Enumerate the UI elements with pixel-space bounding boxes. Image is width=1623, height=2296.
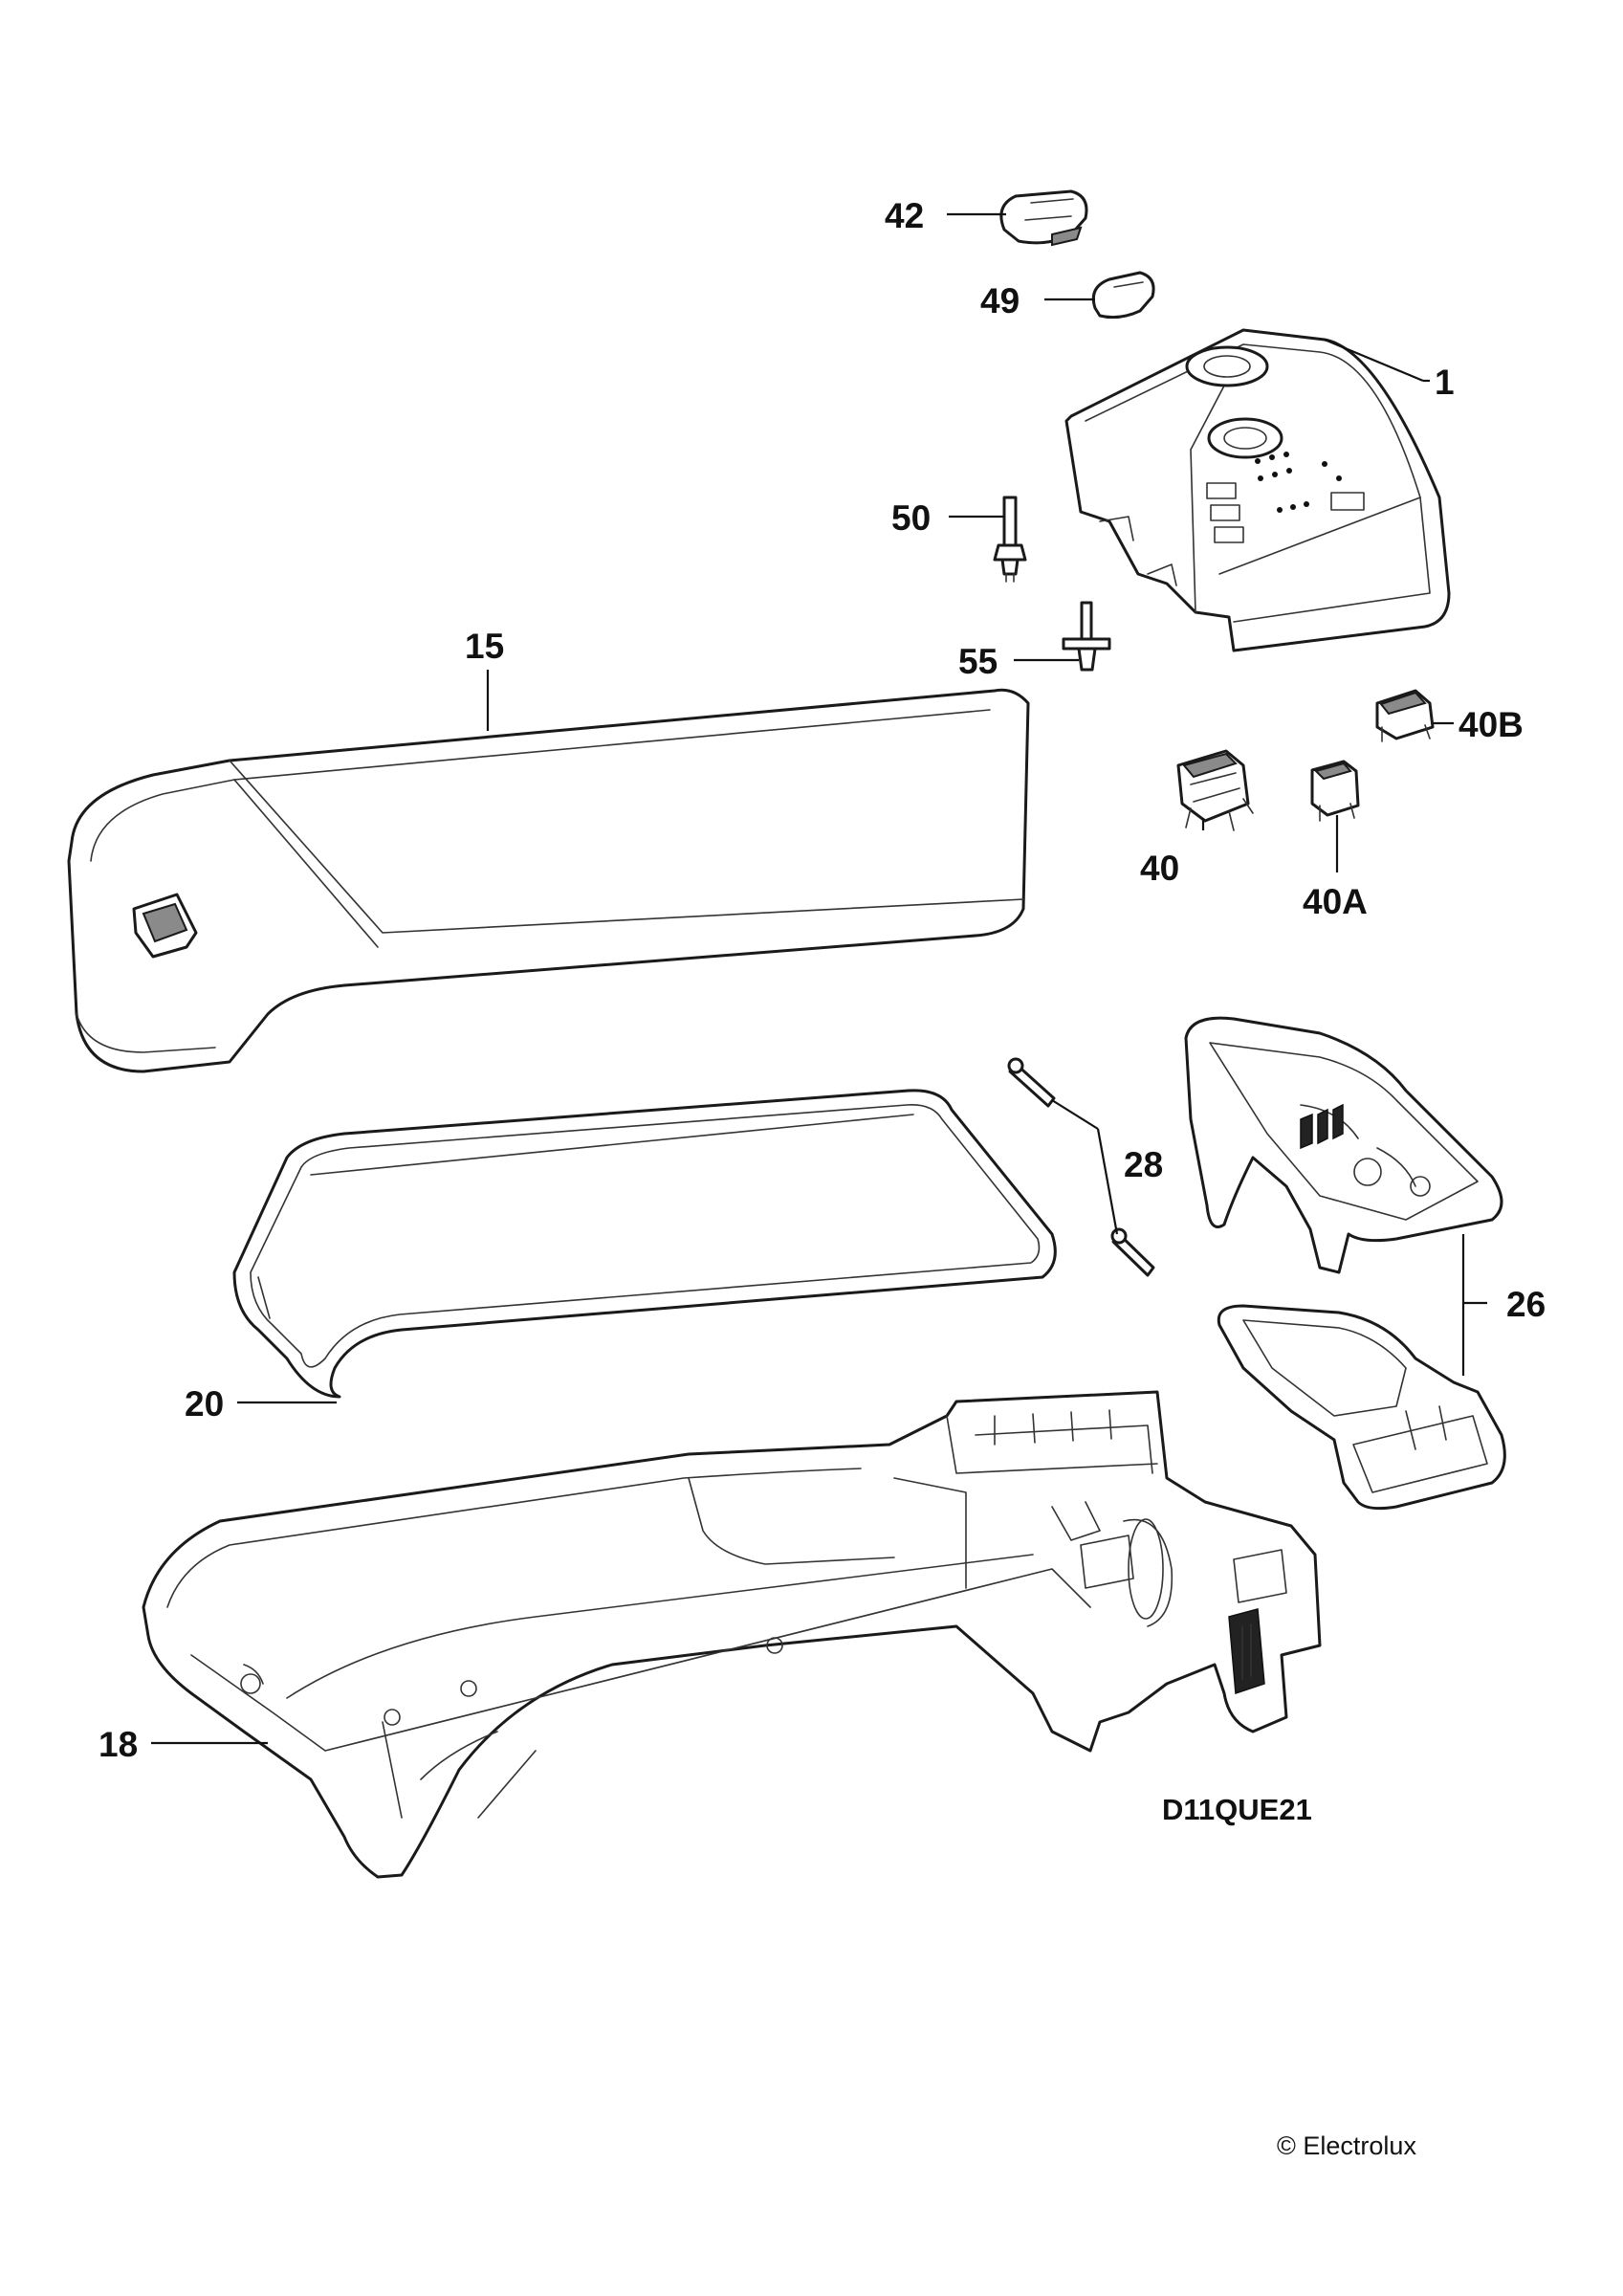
part-28-screws	[1007, 1057, 1155, 1277]
label-1: 1	[1435, 363, 1455, 402]
part-26-dispenser-upper	[1184, 1016, 1503, 1274]
label-40A: 40A	[1303, 882, 1368, 921]
label-55: 55	[958, 642, 998, 681]
label-28: 28	[1124, 1145, 1163, 1184]
label-42: 42	[885, 196, 924, 235]
label-40: 40	[1140, 849, 1179, 888]
drawing-code: D11QUE21	[1162, 1793, 1312, 1826]
label-40B: 40B	[1459, 705, 1524, 744]
label-26: 26	[1506, 1285, 1546, 1324]
part-40B-button	[1375, 689, 1435, 742]
part-1-control-panel	[1064, 328, 1451, 652]
part-42-knob	[999, 189, 1088, 247]
label-18: 18	[99, 1725, 138, 1764]
part-18-base	[142, 1390, 1322, 1879]
part-40-button	[1176, 749, 1254, 831]
leader-lines	[151, 212, 1487, 1745]
part-26-dispenser-lower	[1217, 1304, 1506, 1511]
part-50-pin	[993, 496, 1027, 583]
part-15-lid	[67, 688, 1030, 1073]
label-15: 15	[465, 627, 504, 666]
part-40A-button	[1310, 760, 1360, 822]
part-49-knob	[1091, 271, 1155, 320]
part-55-clip	[1062, 601, 1111, 672]
copyright-text: © Electrolux	[1277, 2131, 1416, 2160]
label-49: 49	[980, 281, 1020, 320]
label-50: 50	[891, 498, 931, 538]
label-20: 20	[185, 1384, 224, 1424]
part-20-gasket	[232, 1089, 1057, 1399]
